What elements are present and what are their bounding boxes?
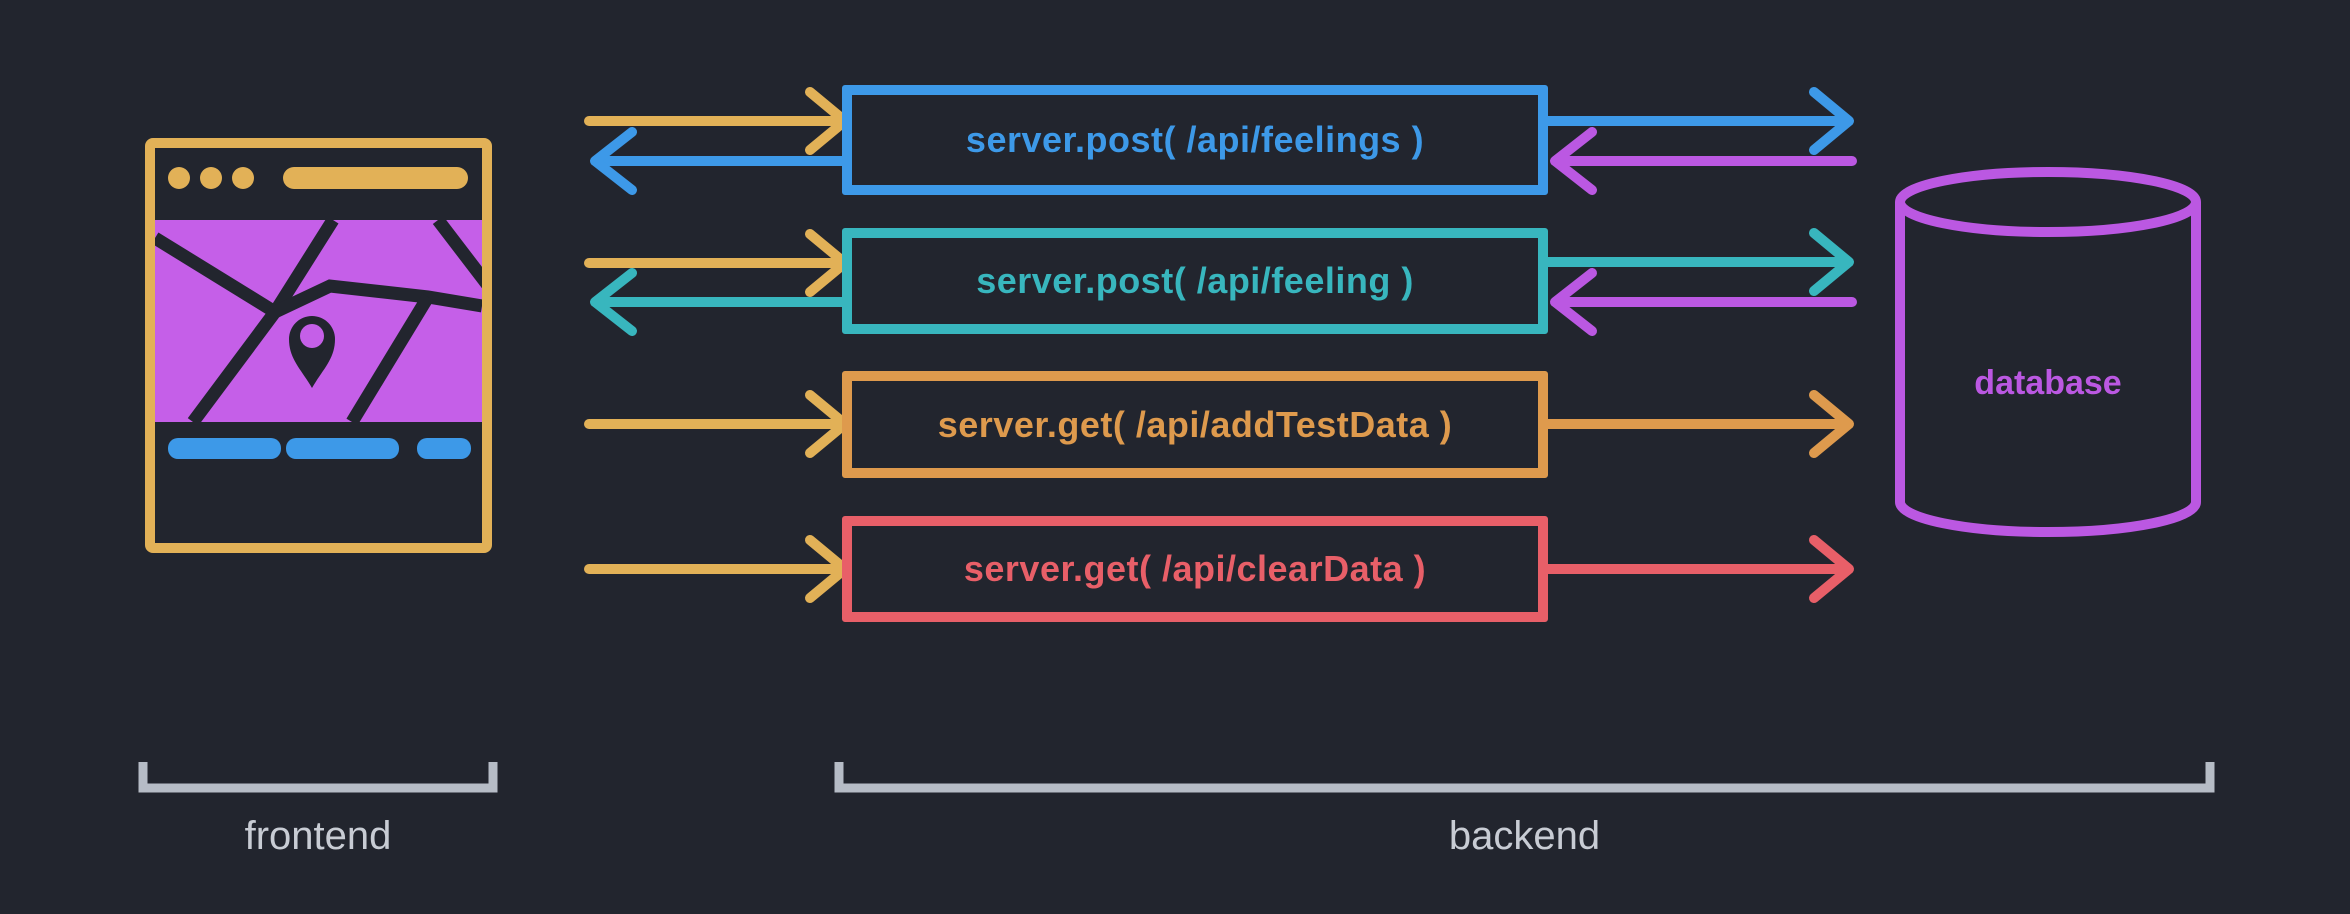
browser-dot <box>168 167 190 189</box>
request-arrow-frontend-to-cleardata <box>584 535 850 603</box>
frontend-group-label: frontend <box>244 814 392 858</box>
browser-toolbar <box>168 167 468 189</box>
endpoint-label: server.get( /api/clearData ) <box>963 548 1427 589</box>
browser-dot <box>232 167 254 189</box>
request-arrow-feelings-to-database <box>1543 87 1854 155</box>
map-roads <box>155 220 482 422</box>
request-arrow-frontend-to-feeling <box>584 229 850 297</box>
response-arrow-database-to-feelings <box>1550 127 1857 195</box>
content-bar <box>168 438 281 459</box>
database-label: database <box>1974 364 2122 402</box>
request-arrow-frontend-to-addtestdata <box>584 390 850 458</box>
backend-bracket <box>834 762 2215 793</box>
database-cylinder-icon <box>1895 167 2201 537</box>
location-pin-icon <box>289 316 335 388</box>
endpoint-box-cleardata: server.get( /api/clearData ) <box>842 516 1548 622</box>
endpoint-label: server.post( /api/feelings ) <box>965 119 1425 160</box>
endpoint-box-addtestdata: server.get( /api/addTestData ) <box>842 371 1548 478</box>
browser-dot <box>200 167 222 189</box>
response-arrow-feelings-to-frontend <box>590 127 851 195</box>
request-arrow-feeling-to-database <box>1543 228 1854 296</box>
request-arrow-cleardata-to-database <box>1543 535 1854 603</box>
response-arrow-database-to-feeling <box>1550 268 1857 336</box>
response-arrow-feeling-to-frontend <box>590 268 851 336</box>
map-view <box>155 220 482 422</box>
address-bar <box>283 167 468 189</box>
browser-frame <box>145 138 492 553</box>
endpoint-label: server.post( /api/feeling ) <box>976 260 1414 301</box>
endpoint-label: server.get( /api/addTestData ) <box>937 403 1453 445</box>
request-arrow-addtestdata-to-database <box>1543 390 1854 458</box>
browser-content-bars <box>168 438 471 459</box>
content-bar <box>286 438 399 459</box>
map-browser-icon <box>145 138 492 553</box>
endpoint-box-feeling: server.post( /api/feeling ) <box>842 228 1548 334</box>
content-bar <box>417 438 471 459</box>
backend-group-label: backend <box>1448 814 1601 858</box>
endpoint-box-feelings: server.post( /api/feelings ) <box>842 85 1548 195</box>
frontend-bracket <box>138 762 498 793</box>
